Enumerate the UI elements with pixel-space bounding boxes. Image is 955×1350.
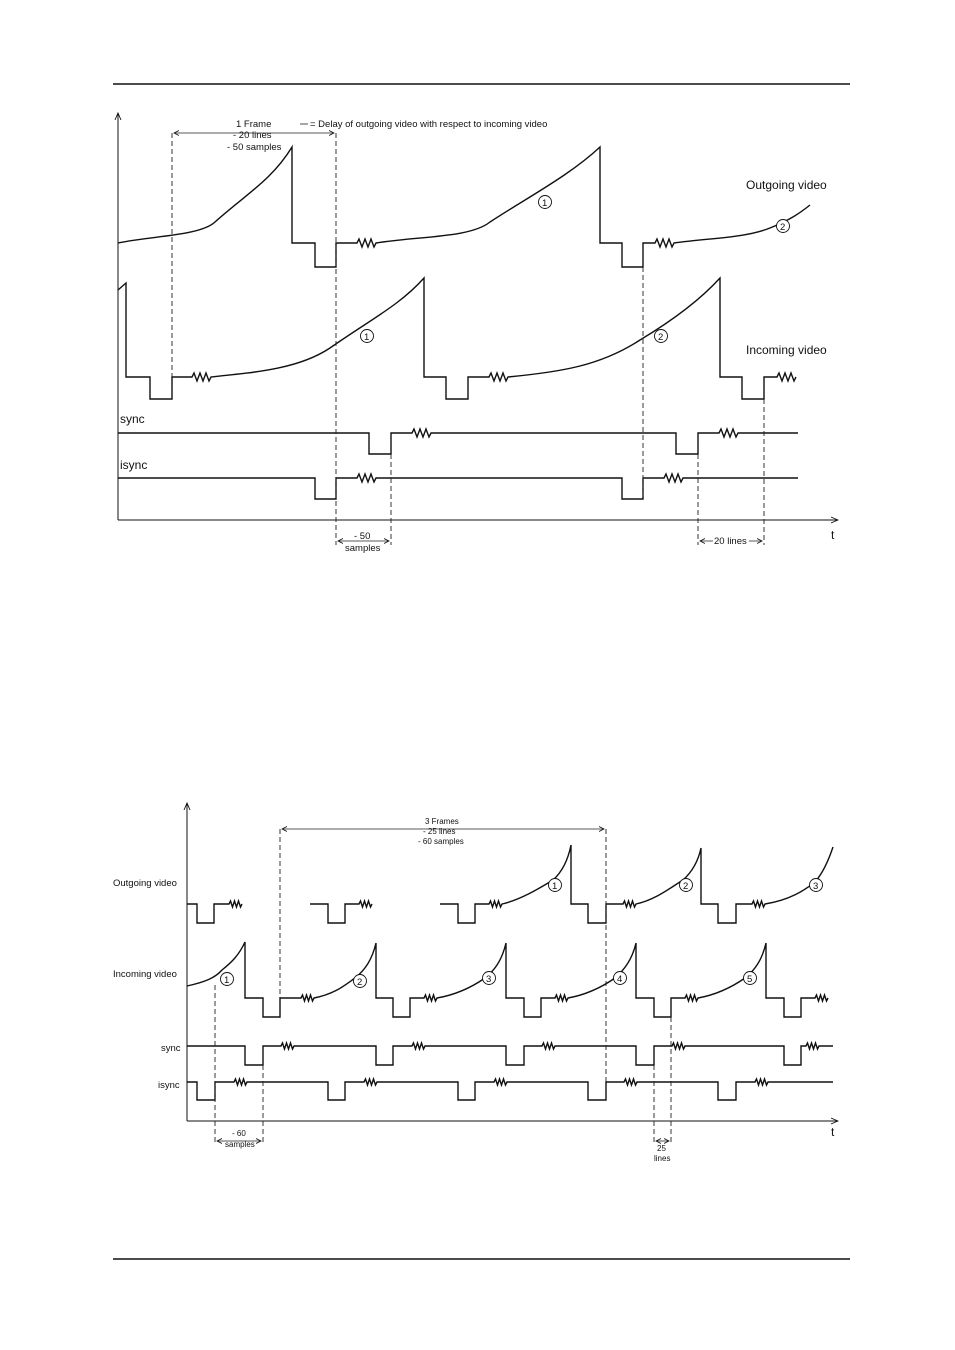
samples-dimension-label-2: samples — [345, 543, 381, 554]
delay-note: = Delay of outgoing video with respect t… — [310, 119, 547, 130]
incoming-marker-1-label: 1 — [224, 975, 229, 986]
incoming-marker-4-label: 4 — [617, 974, 622, 985]
outgoing-video-waveform — [187, 898, 243, 924]
incoming-marker-5 — [743, 971, 757, 985]
outgoing-marker-1 — [548, 878, 562, 892]
timing-diagram-1: t 1 2 Outgoing video 1 2 Incoming video … — [118, 113, 838, 554]
frames-samples-note: - 60 samples — [418, 837, 464, 846]
incoming-marker-4 — [613, 971, 627, 985]
sync-label: sync — [120, 412, 145, 426]
isync-waveform — [118, 472, 798, 500]
outgoing-marker-3-label: 3 — [813, 881, 818, 892]
t-axis-label: t — [831, 1125, 835, 1139]
incoming-marker-1 — [360, 329, 374, 343]
lines-dimension-label-2: lines — [654, 1154, 670, 1163]
incoming-marker-3-label: 3 — [486, 974, 491, 985]
samples-dimension-label-1: - 60 — [232, 1129, 246, 1138]
sync-waveform — [187, 1040, 833, 1066]
samples-dimension-label-1: - 50 — [354, 531, 370, 542]
lines-dimension-label-1: 25 — [657, 1144, 666, 1153]
outgoing-marker-1 — [538, 195, 552, 209]
sync-label: sync — [161, 1043, 181, 1054]
frame-lines-note: - 20 lines — [233, 130, 272, 141]
incoming-marker-2-label: 2 — [357, 977, 362, 988]
incoming-video-label: Incoming video — [746, 343, 827, 357]
incoming-marker-2 — [654, 329, 668, 343]
outgoing-marker-2-label: 2 — [683, 881, 688, 892]
sync-waveform — [118, 427, 798, 455]
incoming-marker-2-label: 2 — [658, 332, 663, 343]
incoming-marker-1-label: 1 — [364, 332, 369, 343]
outgoing-video-label: Outgoing video — [746, 178, 827, 192]
isync-label: isync — [158, 1080, 180, 1091]
incoming-marker-5-label: 5 — [747, 974, 752, 985]
outgoing-marker-2 — [679, 878, 693, 892]
outgoing-marker-2-label: 2 — [780, 222, 785, 233]
outgoing-marker-2 — [776, 219, 790, 233]
outgoing-marker-1-label: 1 — [542, 198, 547, 209]
outgoing-video-waveform — [117, 144, 811, 268]
frame-samples-note: - 50 samples — [227, 142, 282, 153]
incoming-marker-3 — [482, 971, 496, 985]
outgoing-video-label: Outgoing video — [113, 878, 177, 889]
frame-note: 1 Frame — [236, 119, 271, 130]
frames-lines-note: - 25 lines — [423, 827, 455, 836]
outgoing-marker-1-label: 1 — [552, 881, 557, 892]
isync-label: isync — [120, 458, 147, 472]
incoming-marker-2 — [353, 974, 367, 988]
timing-diagram-2: t Outgoing video 1 2 3 Incoming video 1 … — [113, 803, 838, 1163]
incoming-marker-1 — [220, 972, 234, 986]
lines-dimension-label: 20 lines — [714, 536, 747, 547]
isync-waveform — [187, 1076, 833, 1101]
outgoing-video-waveform — [310, 898, 373, 924]
frames-note: 3 Frames — [425, 817, 459, 826]
lines-dimension-label-bg — [713, 535, 749, 546]
samples-dimension-label-2: samples — [225, 1140, 255, 1149]
incoming-video-waveform — [186, 941, 829, 1018]
outgoing-video-waveform — [440, 844, 834, 924]
incoming-video-label: Incoming video — [113, 969, 177, 980]
incoming-video-waveform — [117, 276, 797, 400]
outgoing-marker-3 — [809, 878, 823, 892]
t-axis-label: t — [831, 528, 835, 542]
